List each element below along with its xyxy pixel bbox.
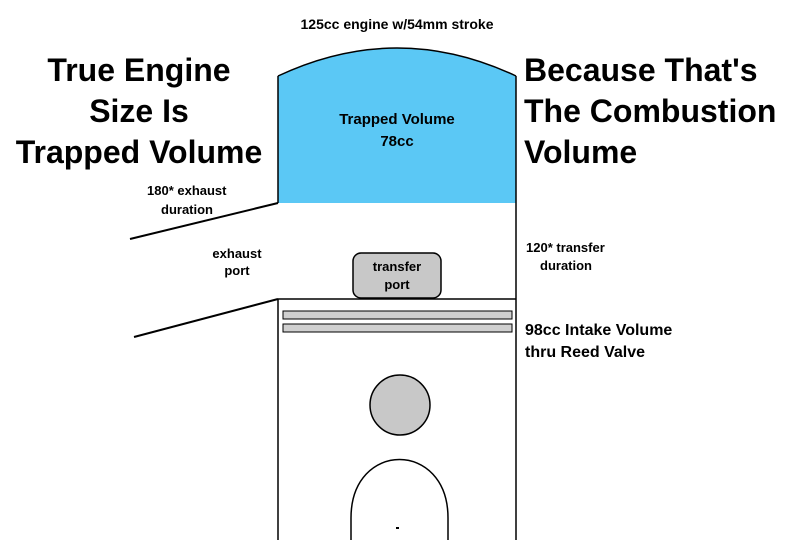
cylinder-head-dome [277,47,517,77]
exhaust-duration-line-2: duration [161,202,213,217]
piston-skirt-arch [350,458,449,540]
exhaust-port-line-2: port [224,263,250,278]
left-headline-line-1: True Engine [47,52,231,88]
intake-line-2: thru Reed Valve [525,344,646,361]
piston-ring-lower [282,323,513,333]
transfer-duration-line-1: 120* transfer [526,240,605,255]
right-headline-line-2: The Combustion [524,93,777,129]
trapped-volume-label: Trapped Volume [339,111,455,128]
transfer-port-box [352,252,442,299]
right-headline-line-1: Because That's [524,52,758,88]
wrist-pin [369,374,431,436]
trapped-volume-value: 78cc [380,133,414,150]
piston-skirt-mark [396,527,399,529]
exhaust-duration-line-1: 180* exhaust [147,183,227,198]
left-headline-line-3: Trapped Volume [15,134,263,170]
diagram-title: 125cc engine w/54mm stroke [300,16,494,32]
transfer-duration-line-2: duration [540,258,592,273]
exhaust-port-upper-line [129,202,279,240]
transfer-port-line-2: port [384,277,410,292]
trapped-volume-region [278,48,516,203]
intake-line-1: 98cc Intake Volume [525,322,673,339]
transfer-port-line-1: transfer [372,259,422,274]
exhaust-port-line-1: exhaust [212,246,262,261]
piston-ring-upper [282,310,513,320]
left-headline-line-2: Size Is [89,93,189,129]
exhaust-port-lower-line [133,298,279,338]
right-headline-line-3: Volume [524,134,638,170]
